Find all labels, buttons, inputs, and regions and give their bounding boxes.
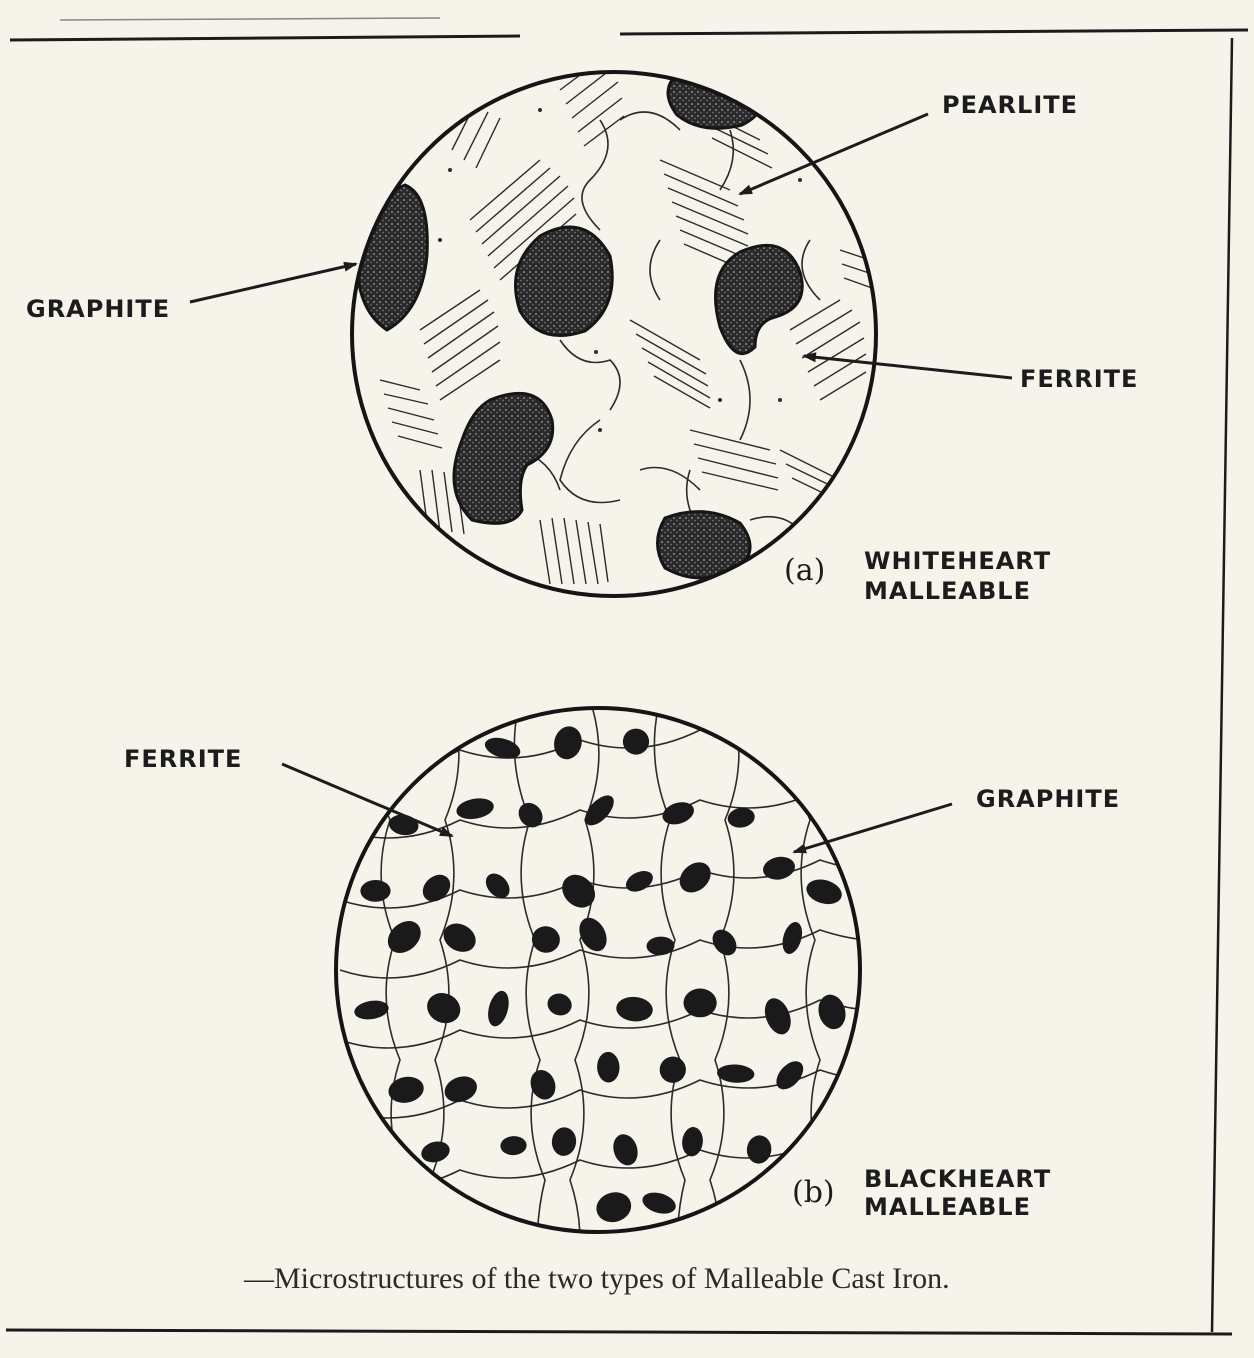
graphite-nodule <box>441 1072 481 1106</box>
pearlite-regions <box>380 60 872 584</box>
label-ferrite-a: FERRITE <box>1020 364 1138 394</box>
graphite-nodule <box>485 989 513 1029</box>
graphite-nodule <box>815 992 850 1033</box>
label-ferrite-b: FERRITE <box>124 744 242 774</box>
graphite-nodule <box>726 806 756 830</box>
label-graphite-b: GRAPHITE <box>976 784 1120 814</box>
graphite-nodule <box>761 854 797 882</box>
figure-title-a-line2: MALLEABLE <box>864 576 1031 606</box>
graphite-nodule <box>708 925 742 960</box>
graphite-nodule <box>556 868 602 914</box>
blackheart-micrograph <box>336 700 910 1300</box>
graphite-nodule <box>500 1135 527 1155</box>
graphite-nodule <box>674 856 717 898</box>
graphite-nodule <box>593 1188 635 1226</box>
figure-title-a-line1: WHITEHEART <box>864 546 1051 576</box>
figure-title-b-line2: MALLEABLE <box>864 1192 1031 1222</box>
arrow-pearlite-a <box>740 114 928 194</box>
arrow-graphite-a <box>190 264 356 302</box>
graphite-nodule <box>660 798 697 828</box>
graphite-nodule <box>640 1189 678 1217</box>
graphite-nodule <box>623 867 657 896</box>
leader-arrows-b <box>282 764 952 852</box>
graphite-nodule <box>530 925 561 955</box>
graphite-nodule <box>681 1126 705 1157</box>
graphite-nodule <box>551 723 586 762</box>
graphite-nodule <box>417 869 455 907</box>
figure-caption: —Microstructures of the two types of Mal… <box>244 1262 950 1296</box>
graphite-nodule <box>422 988 465 1029</box>
graphite-nodules-b <box>353 723 849 1226</box>
figure-tag-a: (a) <box>784 554 825 588</box>
graphite-nodule <box>621 726 652 757</box>
graphite-nodule <box>438 918 480 957</box>
graphite-nodule <box>545 990 575 1018</box>
arrow-ferrite-a <box>804 356 1012 378</box>
graphite-nodule <box>551 1126 578 1157</box>
arrow-ferrite-b <box>282 764 452 836</box>
graphite-nodule <box>803 876 844 908</box>
label-graphite-a: GRAPHITE <box>26 294 170 324</box>
graphite-nodule <box>353 998 390 1021</box>
graphite-nodule <box>419 1138 452 1165</box>
graphite-nodule <box>683 989 716 1018</box>
figure-title-b-line1: BLACKHEART <box>864 1164 1051 1194</box>
graphite-nodule <box>745 1134 773 1165</box>
graphite-nodule <box>597 1052 620 1083</box>
whiteheart-micrograph <box>352 60 876 596</box>
graphite-nodule <box>654 1051 691 1088</box>
figure-tag-b: (b) <box>792 1176 835 1210</box>
graphite-nodule <box>779 920 805 956</box>
graphite-nodule <box>360 880 391 902</box>
graphite-nodule <box>615 995 654 1022</box>
graphite-nodule <box>771 1056 808 1094</box>
graphite-nodule <box>455 796 496 822</box>
graphite-nodule <box>717 1064 755 1084</box>
graphite-nodule <box>609 1131 641 1168</box>
label-pearlite-a: PEARLITE <box>942 90 1078 120</box>
